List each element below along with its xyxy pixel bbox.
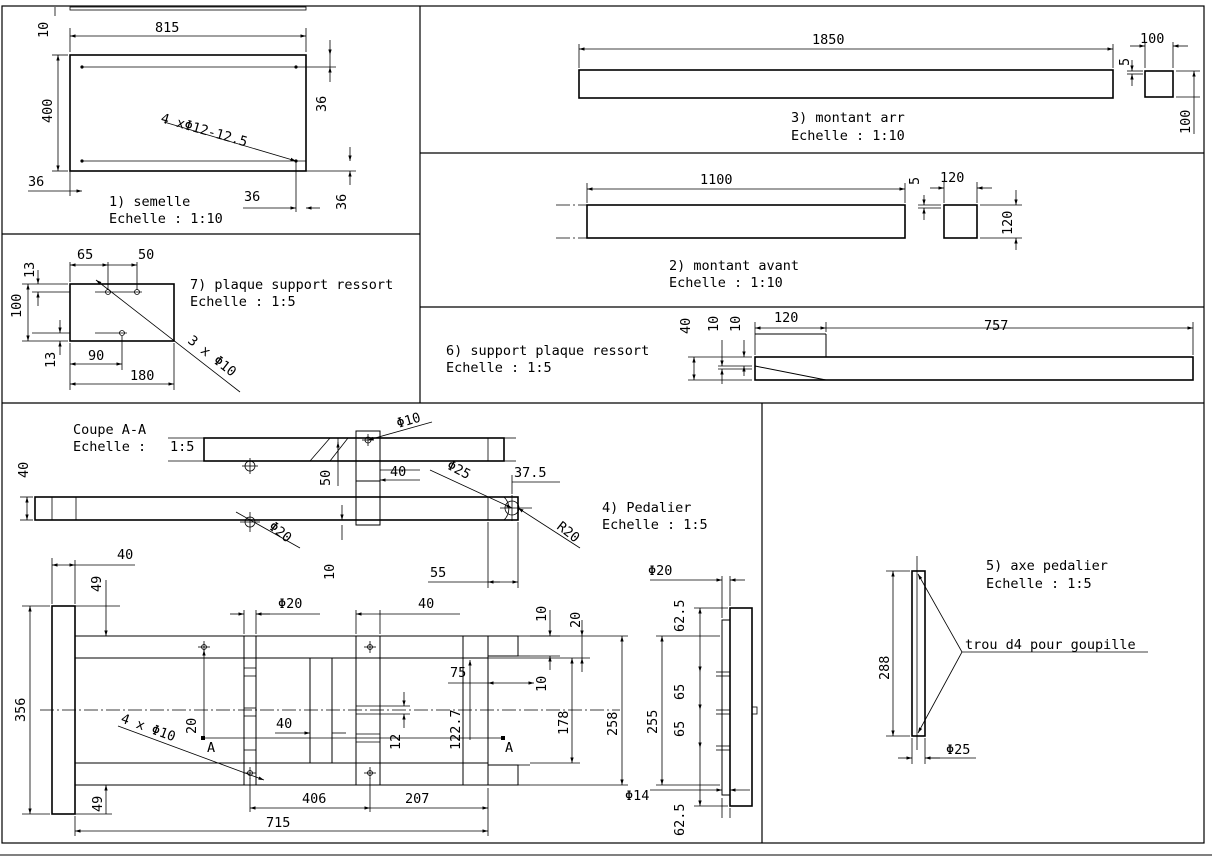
pedalier-dim-phi14: Φ14 [625,788,649,804]
pedalier-dim-49-bot: 49 [90,796,106,812]
support-title: 6) support plaque ressort [446,343,649,359]
pedalier-dim-phi20-side: Φ20 [266,519,295,547]
montant-arr-scale: Echelle : 1:10 [791,128,905,144]
montant-avant-dim-wall: 5 [907,177,923,185]
pedalier-dim-62-5a: 62.5 [672,599,688,632]
semelle-scale: Echelle : 1:10 [109,211,223,227]
view-support: 120 757 40 10 10 6) support plaque resso… [446,310,1194,384]
montant-avant-dim-section-h: 120 [1000,211,1016,235]
plaque-dim-65: 65 [77,247,93,263]
semelle-holes-note: 4 xΦ12-12.5 [159,110,249,150]
pedalier-scale: Echelle : 1:5 [602,517,708,533]
pedalier-dim-207: 207 [405,791,429,807]
semelle-dim-right-bottom: 36 [334,194,350,210]
pedalier-dim-40-side: 40 [16,462,32,478]
semelle-dim-bottom: 36 [244,189,260,205]
axe-scale: Echelle : 1:5 [986,576,1092,592]
montant-arr-dim-wall: 5 [1117,58,1133,66]
pedalier-dim-75: 75 [450,665,466,681]
pedalier-dim-phi20-top: Φ20 [278,596,302,612]
pedalier-dim-65b: 65 [672,721,688,737]
pedalier-title: 4) Pedalier [602,500,691,516]
montant-avant-title: 2) montant avant [669,258,799,274]
view-montant-arr: 1850 100 100 5 3) montant arr Echelle : … [578,31,1200,144]
pedalier-dim-62-5b: 62.5 [672,803,688,836]
pedalier-dim-178: 178 [556,711,572,735]
plaque-dim-180: 180 [130,368,154,384]
pedalier-dim-406: 406 [302,791,326,807]
pedalier-cut-a-right: A [505,740,513,756]
pedalier-dim-65a: 65 [672,684,688,700]
view-pedalier: Coupe A-A Echelle : 1:5 Φ10 40 50 Φ [13,410,758,836]
support-scale: Echelle : 1:5 [446,360,552,376]
plaque-dim-100: 100 [9,294,25,318]
pedalier-dim-356: 356 [13,698,29,722]
view-plaque: 65 50 13 100 13 90 180 3 x Φ10 7) plaque… [9,247,393,393]
axe-note: trou d4 pour goupille [965,637,1136,653]
pedalier-dim-r20: R20 [554,519,583,547]
view-semelle: 815 400 10 36 36 36 36 4 xΦ12-12.5 1) se… [28,6,356,227]
plaque-holes-note: 3 x Φ10 [185,333,240,381]
semelle-dim-height: 400 [40,99,56,123]
montant-avant-scale: Echelle : 1:10 [669,275,783,291]
montant-arr-dim-length: 1850 [812,32,845,48]
pedalier-dim-10-r2: 10 [534,676,550,692]
pedalier-dim-55: 55 [430,565,446,581]
pedalier-section-scale: Echelle : [73,439,146,455]
support-dim-10a: 10 [706,316,722,332]
montant-arr-dim-section-w: 100 [1140,31,1164,47]
axe-title: 5) axe pedalier [986,558,1108,574]
axe-dim-diameter: Φ25 [946,742,970,758]
pedalier-dim-37-5: 37.5 [514,465,547,481]
pedalier-dim-20-r: 20 [568,612,584,628]
semelle-dim-right-top: 36 [314,96,330,112]
pedalier-dim-40-top: 40 [117,547,133,563]
sheet-frame [0,5,1212,856]
view-axe: 288 Φ25 trou d4 pour goupille 5) axe ped… [877,556,1148,764]
pedalier-dim-phi10: Φ10 [395,410,423,432]
pedalier-dim-12: 12 [388,734,404,750]
pedalier-dim-40-sec: 40 [390,464,406,480]
montant-avant-dim-length: 1100 [700,172,733,188]
pedalier-dim-40-in: 40 [276,716,292,732]
support-dim-757: 757 [984,318,1008,334]
plaque-title: 7) plaque support ressort [190,277,393,293]
pedalier-dim-phi20-axe: Φ20 [648,563,672,579]
semelle-dim-width: 815 [155,20,179,36]
montant-avant-dim-section-w: 120 [940,170,964,186]
pedalier-dim-10-r1: 10 [534,606,550,622]
pedalier-dim-10-side: 10 [322,564,338,580]
montant-arr-title: 3) montant arr [791,110,905,126]
plaque-dim-50: 50 [138,247,154,263]
pedalier-holes-note: 4 x Φ10 [119,711,178,745]
plaque-scale: Echelle : 1:5 [190,294,296,310]
view-montant-avant: 1100 120 120 5 2) montant avant Echelle … [556,170,1022,291]
support-dim-40: 40 [678,318,694,334]
support-dim-120: 120 [774,310,798,326]
semelle-title: 1) semelle [109,194,190,210]
pedalier-dim-49-top: 49 [89,576,105,592]
pedalier-dim-715: 715 [266,815,290,831]
semelle-dim-left: 36 [28,174,44,190]
pedalier-cut-a-left: A [207,740,215,756]
pedalier-section-title: Coupe A-A [73,422,146,438]
support-dim-10b: 10 [728,316,744,332]
pedalier-dim-122-7: 122.7 [448,709,464,750]
semelle-dim-top: 10 [36,22,52,38]
pedalier-section-ratio: 1:5 [170,439,194,455]
plaque-dim-13-top: 13 [22,262,38,278]
montant-arr-dim-section-h: 100 [1178,110,1194,134]
plaque-dim-13-bottom: 13 [43,352,59,368]
pedalier-dim-40-mid: 40 [418,596,434,612]
pedalier-dim-20-l: 20 [184,718,200,734]
plaque-dim-90: 90 [88,348,104,364]
pedalier-dim-50: 50 [318,470,334,486]
pedalier-hole-marks [198,641,376,779]
pedalier-dim-258: 258 [605,712,621,736]
axe-dim-length: 288 [877,656,893,680]
pedalier-dim-255: 255 [645,710,661,734]
